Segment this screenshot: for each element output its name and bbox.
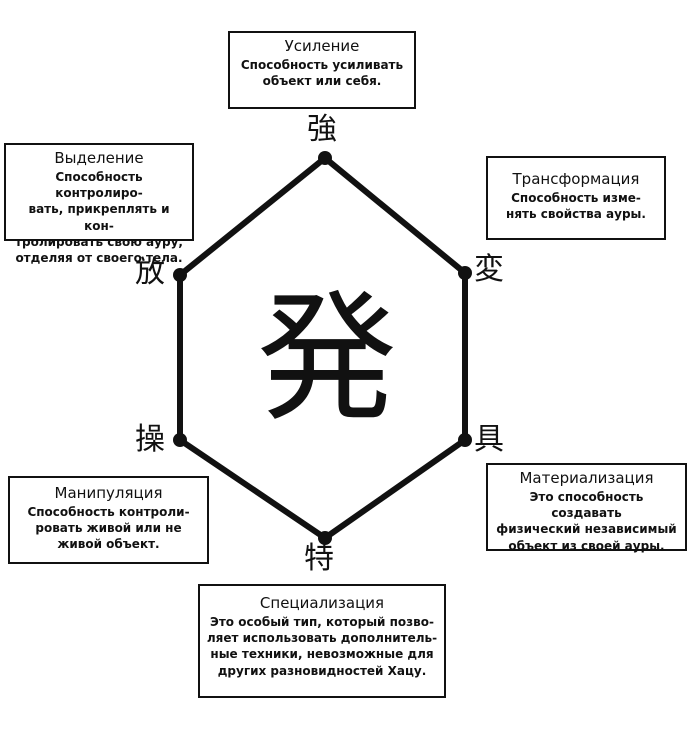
node-desc-specialization: Это особый тип, который позво- ляет испо… <box>206 615 438 678</box>
node-title-materialization: Материализация <box>519 469 654 487</box>
node-title-manipulation: Манипуляция <box>54 484 163 502</box>
node-desc-manipulation: Способность контроли- ровать живой или н… <box>27 505 190 552</box>
vertex-dot-transformation <box>458 266 472 280</box>
node-box-specialization: Специализация Это особый тип, который по… <box>198 584 446 698</box>
vertex-dot-emission <box>173 268 187 282</box>
node-title-emission: Выделение <box>54 149 144 167</box>
kanji-manipulation: 操 <box>135 422 165 457</box>
node-desc-materialization: Это способность создавать физический нез… <box>496 490 677 553</box>
kanji-specialization: 特 <box>304 541 334 576</box>
node-desc-enhancement: Способность усиливать объект или себя. <box>240 58 404 89</box>
node-title-enhancement: Усиление <box>284 37 360 55</box>
node-title-transformation: Трансформация <box>512 170 640 188</box>
node-desc-transformation: Способность изме- нять свойства ауры. <box>506 191 646 222</box>
center-kanji-hatsu: 発 <box>256 278 397 441</box>
kanji-transformation: 変 <box>474 252 504 287</box>
vertex-dot-specialization <box>318 531 332 545</box>
node-box-enhancement: Усиление Способность усиливать объект ил… <box>228 31 416 109</box>
vertex-dot-materialization <box>458 433 472 447</box>
vertex-dot-enhancement <box>318 151 332 165</box>
node-box-materialization: Материализация Это способность создавать… <box>486 463 687 553</box>
node-box-transformation: Трансформация Способность изме- нять сво… <box>486 156 666 240</box>
node-title-specialization: Специализация <box>259 594 385 612</box>
node-box-manipulation: Манипуляция Способность контроли- ровать… <box>8 476 209 564</box>
kanji-emission: 放 <box>135 255 165 290</box>
kanji-materialization: 具 <box>474 422 504 457</box>
vertex-dot-manipulation <box>173 433 187 447</box>
node-box-emission: Выделение Способность контролиро- вать, … <box>4 143 194 265</box>
kanji-enhancement: 強 <box>307 112 337 147</box>
node-desc-emission: Способность контролиро- вать, прикреплят… <box>15 170 183 265</box>
